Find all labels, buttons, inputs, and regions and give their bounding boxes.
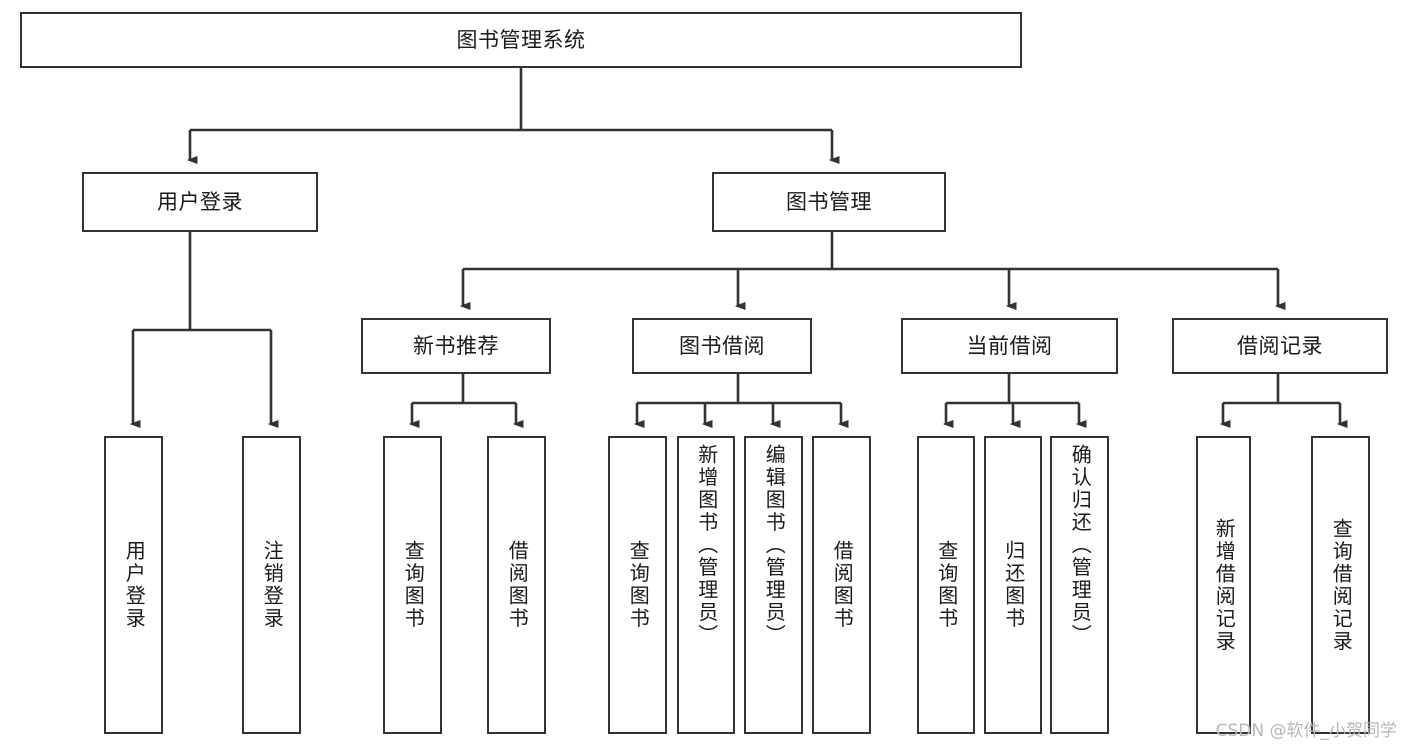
node-label: 查询借阅记录 [1329,517,1354,653]
node-label: 借阅图书 [505,540,530,630]
leaf-borrow-record-add-record[interactable]: 新增借阅记录 [1196,436,1251,734]
node-label: 借阅记录 [1237,333,1323,358]
node-label: 新书推荐 [413,333,499,358]
node-label: 查询图书 [401,540,426,630]
node-root-book-management-system[interactable]: 图书管理系统 [20,12,1022,68]
node-book-management[interactable]: 图书管理 [712,172,946,232]
node-borrow-record[interactable]: 借阅记录 [1172,318,1388,374]
node-user-login[interactable]: 用户登录 [82,172,318,232]
leaf-book-borrow-edit-book-admin[interactable]: 编辑图书（管理员） [744,436,803,734]
node-current-borrow[interactable]: 当前借阅 [901,318,1118,374]
node-label: 用户登录 [122,540,147,630]
node-label: 查询图书 [626,540,651,630]
leaf-user-login-login[interactable]: 用户登录 [104,436,163,734]
node-label: 注销登录 [260,540,285,630]
node-label: 用户登录 [157,189,243,214]
node-label: 编辑图书（管理员） [762,444,787,647]
csdn-watermark: CSDN @软件_小贺同学 [1215,721,1397,741]
node-label: 图书管理 [786,189,872,214]
leaf-book-borrow-query-book[interactable]: 查询图书 [608,436,667,734]
node-new-book-recommend[interactable]: 新书推荐 [361,318,551,374]
node-label: 归还图书 [1001,540,1026,630]
node-label: 图书借阅 [679,333,765,358]
leaf-current-borrow-return-book[interactable]: 归还图书 [984,436,1042,734]
leaf-new-book-query-book[interactable]: 查询图书 [383,436,442,734]
leaf-current-borrow-query-book[interactable]: 查询图书 [917,436,975,734]
leaf-user-login-logout[interactable]: 注销登录 [242,436,301,734]
node-label: 借阅图书 [830,540,855,630]
node-book-borrow[interactable]: 图书借阅 [632,318,812,374]
node-label: 查询图书 [934,540,959,630]
leaf-borrow-record-query-record[interactable]: 查询借阅记录 [1311,436,1370,734]
leaf-new-book-borrow-book[interactable]: 借阅图书 [487,436,546,734]
leaf-book-borrow-add-book-admin[interactable]: 新增图书（管理员） [677,436,735,734]
leaf-current-borrow-confirm-return-admin[interactable]: 确认归还（管理员） [1050,436,1109,734]
node-label: 图书管理系统 [456,27,586,52]
node-label: 确认归还（管理员） [1068,444,1093,647]
node-label: 新增图书（管理员） [694,444,719,647]
node-label: 新增借阅记录 [1212,517,1237,653]
node-label: 当前借阅 [966,333,1053,358]
leaf-book-borrow-borrow-book[interactable]: 借阅图书 [812,436,871,734]
